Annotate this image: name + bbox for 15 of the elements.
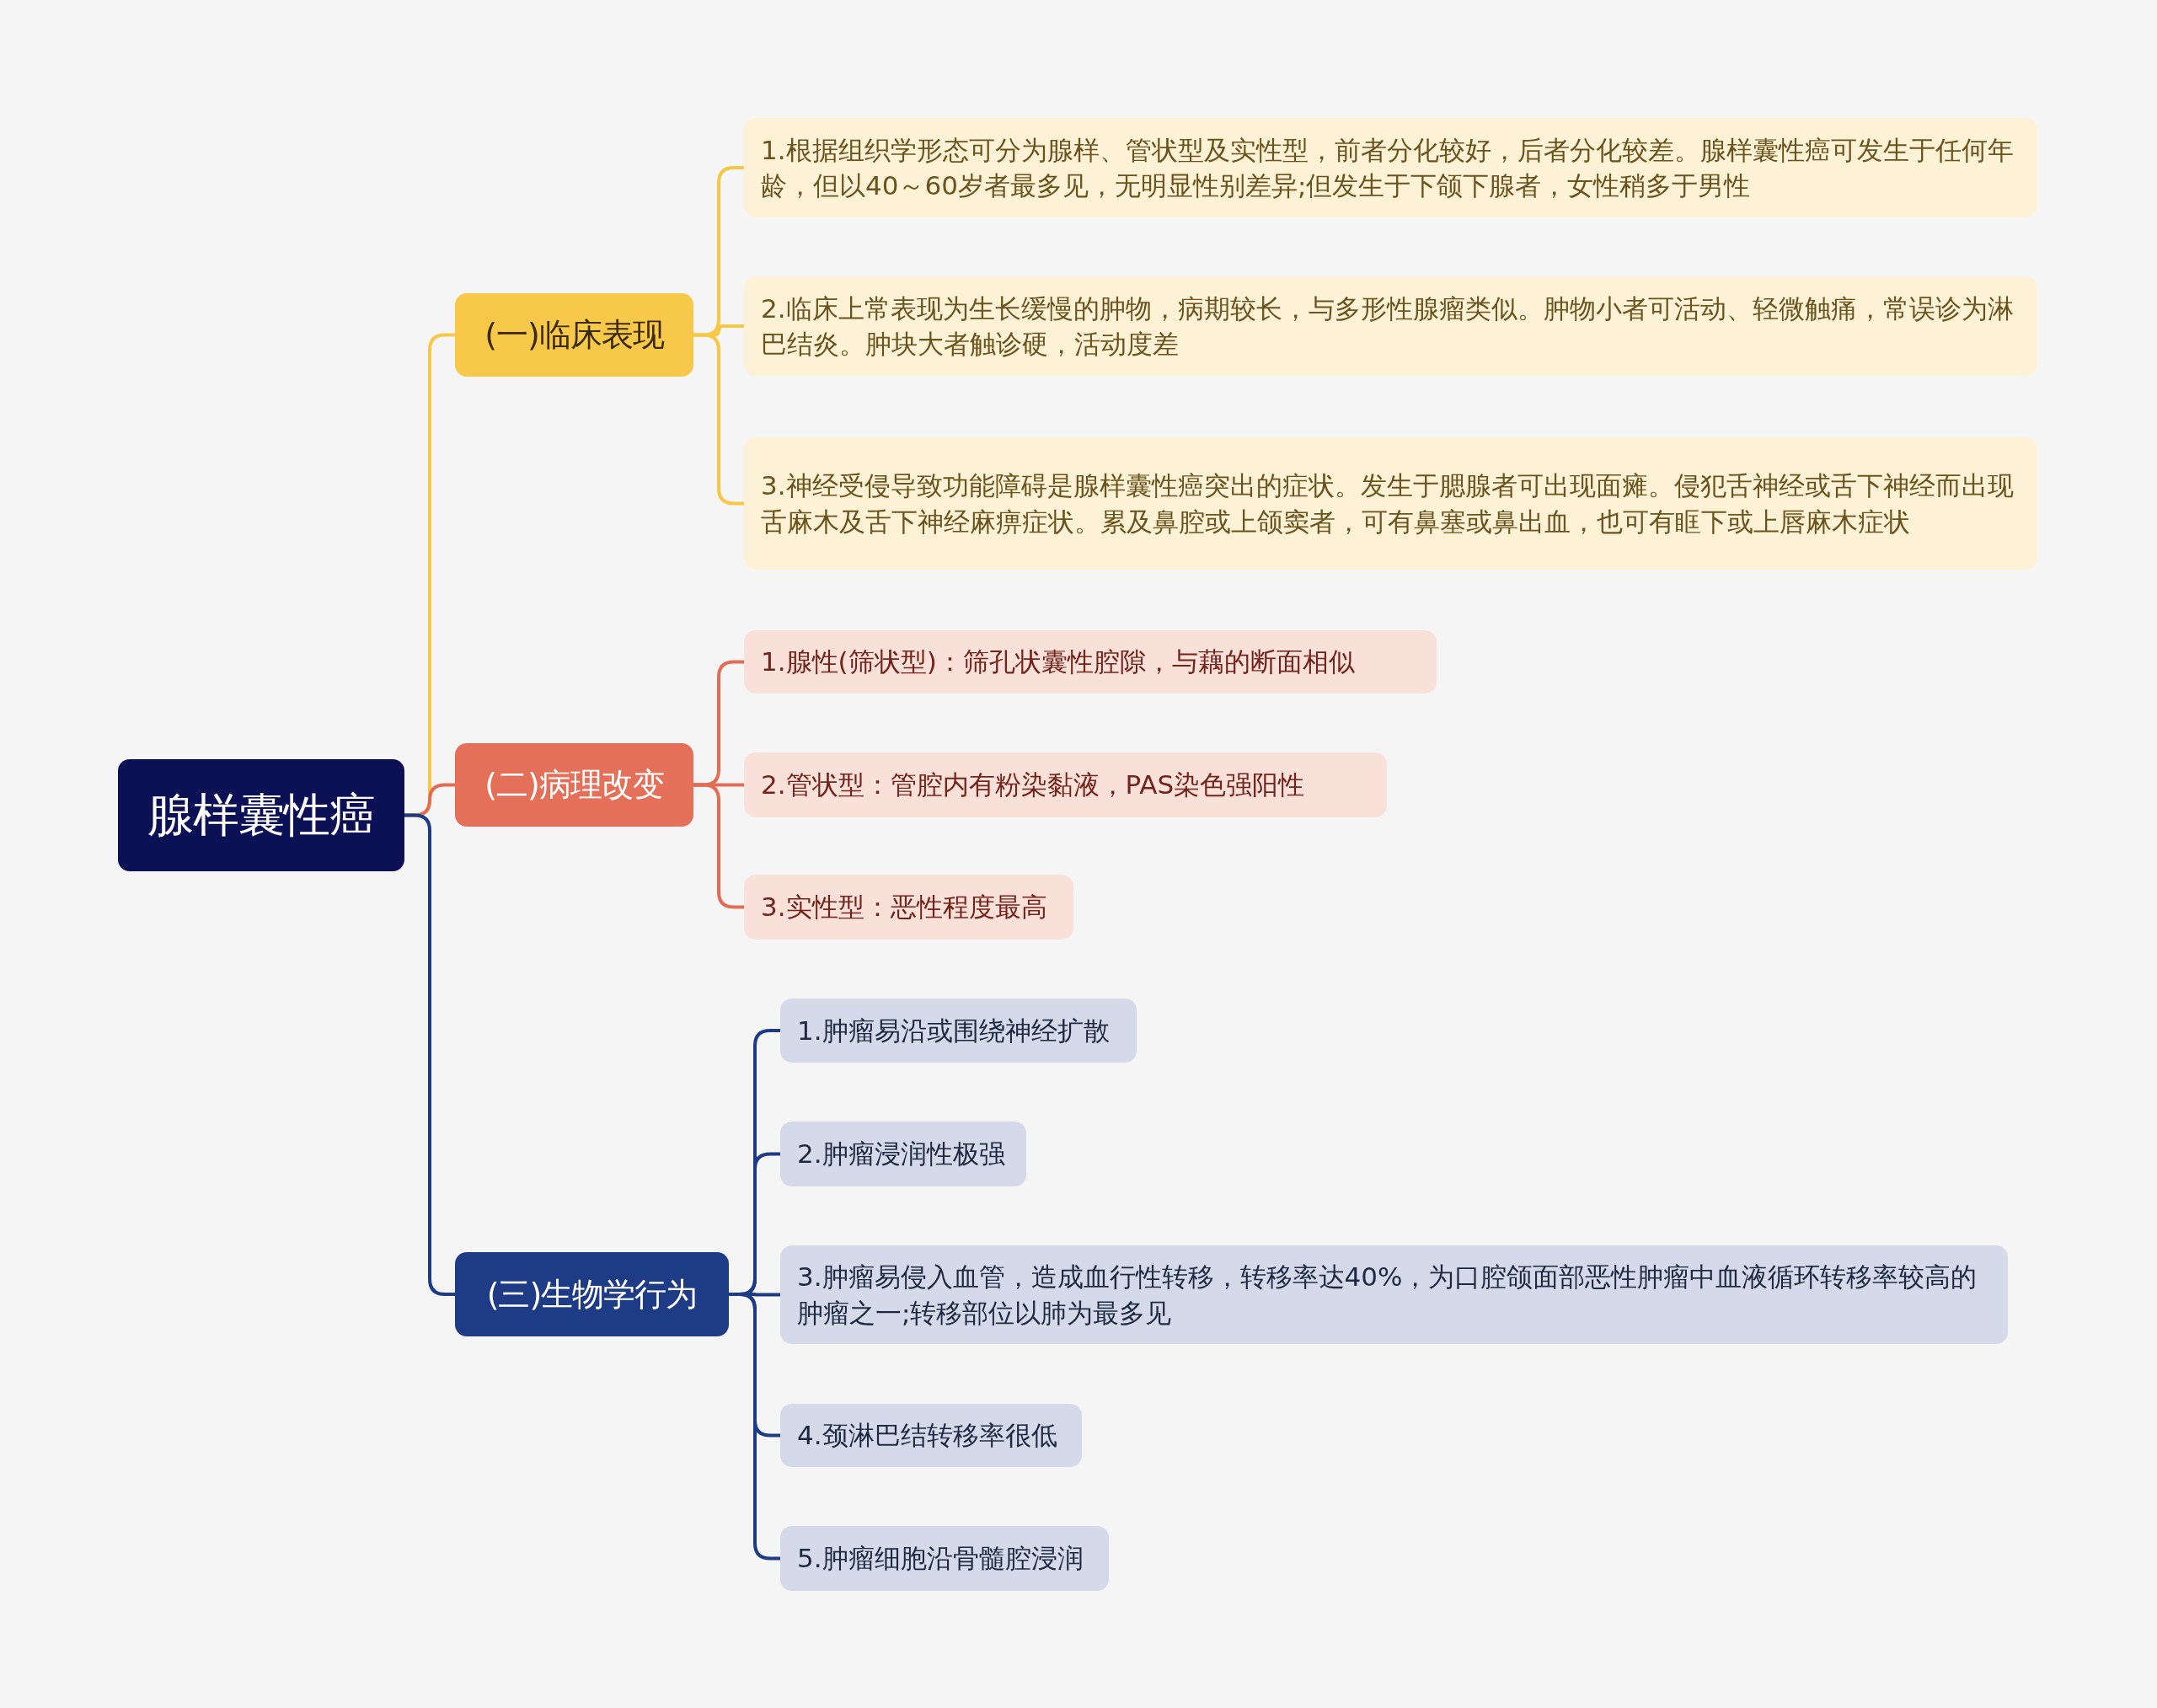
leaf-topic-box: 4.颈淋巴结转移率很低 [780,1404,1082,1467]
leaf-topic-box: 2.管状型：管腔内有粉染黏液，PAS染色强阳性 [744,752,1387,817]
leaf-topic-box: 3.肿瘤易侵入血管，造成血行性转移，转移率达40%，为口腔颌面部恶性肿瘤中血液循环转移率较高的肿瘤之一;转移部位以肺为最多见 [780,1245,2008,1344]
leaf-topic-box: 5.肿瘤细胞沿骨髓腔浸润 [780,1526,1109,1591]
leaf-topic-box: 2.临床上常表现为生长缓慢的肿物，病期较长，与多形性腺瘤类似。肿物小者可活动、轻微触痛，常误诊为淋巴结炎。肿块大者触诊硬，活动度差 [744,276,2037,376]
leaf-topic-box: 1.腺性(筛状型)：筛孔状囊性腔隙，与藕的断面相似 [744,630,1437,693]
leaf-topic-box: 1.肿瘤易沿或围绕神经扩散 [780,999,1137,1063]
leaf-topic-box: 2.肿瘤浸润性极强 [780,1122,1026,1186]
branch-topic-box: (三)生物学行为 [455,1252,729,1336]
leaf-topic-box: 1.根据组织学形态可分为腺样、管状型及实性型，前者分化较好，后者分化较差。腺样囊性癌可发生于任何年龄，但以40～60岁者最多见，无明显性别差异;但发生于下颌下腺者，女性稍多于男性 [744,118,2037,217]
branch-topic-box: (一)临床表现 [455,293,693,377]
root-topic-box: 腺样囊性癌 [118,759,404,871]
leaf-topic-box: 3.神经受侵导致功能障碍是腺样囊性癌突出的症状。发生于腮腺者可出现面瘫。侵犯舌神经或舌下神经而出现舌麻木及舌下神经麻痹症状。累及鼻腔或上颌窦者，可有鼻塞或鼻出血，也可有眶下或上唇麻木症状 [744,437,2037,570]
branch-topic-box: (二)病理改变 [455,743,693,827]
leaf-topic-box: 3.实性型：恶性程度最高 [744,875,1073,940]
